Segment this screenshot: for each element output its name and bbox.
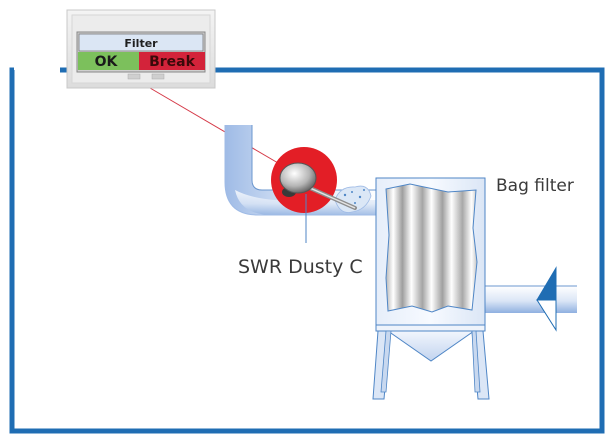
filter-status-panel: Filter OK Break (66, 9, 216, 89)
status-break-label: Break (149, 54, 196, 70)
signal-line (149, 87, 291, 171)
panel-title: Filter (124, 37, 158, 50)
sensor-label: SWR Dusty C (238, 256, 363, 278)
status-ok-indicator (78, 52, 139, 70)
outlet-duct (485, 285, 577, 313)
filter-bag (385, 183, 478, 313)
dust-cloud (334, 185, 372, 213)
swr-dusty-c-sensor (271, 147, 357, 243)
bag-filter-unit (372, 177, 490, 400)
enclosure-frame (9, 67, 605, 434)
flow-direction-arrow-icon (536, 266, 557, 332)
sensor-head (279, 162, 317, 194)
bag-filter-label: Bag filter (496, 176, 574, 196)
status-ok-label: OK (95, 54, 119, 70)
frame-border (9, 67, 605, 434)
panel-display (78, 33, 204, 52)
hopper (386, 330, 476, 362)
status-break-indicator (139, 52, 205, 70)
